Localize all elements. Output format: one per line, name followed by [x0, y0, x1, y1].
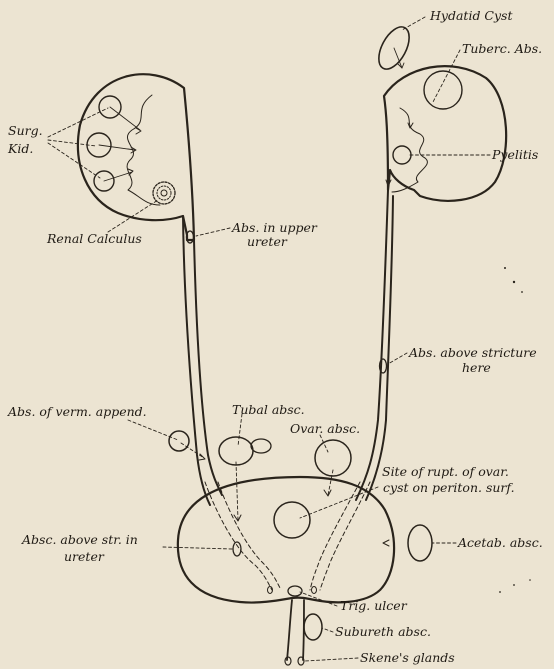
label-tuberc-abs: Tuberc. Abs.: [462, 41, 542, 56]
label-renal-calculus: Renal Calculus: [46, 231, 142, 246]
subureth-absc: [304, 614, 322, 640]
label-kid: Kid.: [7, 141, 33, 156]
label-acetab-absc: Acetab. absc.: [457, 535, 543, 550]
label-site-rupt-2: cyst on periton. surf.: [383, 480, 515, 495]
trigone-ulcer: [288, 586, 302, 596]
ovarian-cyst-rupture-site: [274, 502, 310, 538]
acetabular-abscess: [408, 525, 432, 561]
right-intramural-ureter-2: [320, 482, 370, 590]
label-abs-verm-append: Abs. of verm. append.: [7, 404, 147, 419]
leader-lines: [48, 17, 490, 661]
label-skenes-glands: Skene's glands: [360, 650, 455, 665]
label-surg: Surg.: [8, 123, 43, 138]
label-abs-upper-ureter-2: ureter: [247, 234, 288, 249]
label-abs-above-stricture-2: here: [462, 360, 491, 375]
right-kidney-tuberc-abs: [424, 71, 462, 109]
right-ureter: [356, 190, 393, 500]
label-absc-above-str-1: Absc. above str. in: [21, 532, 138, 547]
left-ureter: [183, 216, 222, 505]
label-abs-upper-ureter-1: Abs. in upper: [231, 220, 318, 235]
label-ovar-absc: Ovar. absc.: [290, 421, 360, 436]
label-hydatid-cyst: Hydatid Cyst: [429, 8, 513, 23]
urethra: [287, 600, 304, 660]
left-intramural-ureter: [205, 482, 272, 590]
absc-above-str-mark: [233, 542, 241, 556]
left-intramural-ureter-2: [218, 482, 280, 588]
label-tubal-absc: Tubal absc.: [232, 402, 305, 417]
label-absc-above-str-2: ureter: [64, 549, 105, 564]
tubal-abscess: [219, 437, 271, 465]
label-trig-ulcer: Trig. ulcer: [340, 598, 408, 613]
right-kidney-pyelitis-cyst: [393, 146, 411, 164]
label-subureth-absc: Subureth absc.: [335, 624, 431, 639]
label-abs-above-stricture-1: Abs. above stricture: [408, 345, 537, 360]
skenes-gland-right: [298, 657, 304, 665]
right-intramural-ureter: [310, 482, 360, 590]
label-site-rupt-1: Site of rupt. of ovar.: [382, 464, 509, 479]
label-pyelitis: Pyelitis: [491, 147, 538, 162]
vermiform-appendix-abscess: [169, 431, 189, 451]
right-kidney: [384, 66, 506, 201]
